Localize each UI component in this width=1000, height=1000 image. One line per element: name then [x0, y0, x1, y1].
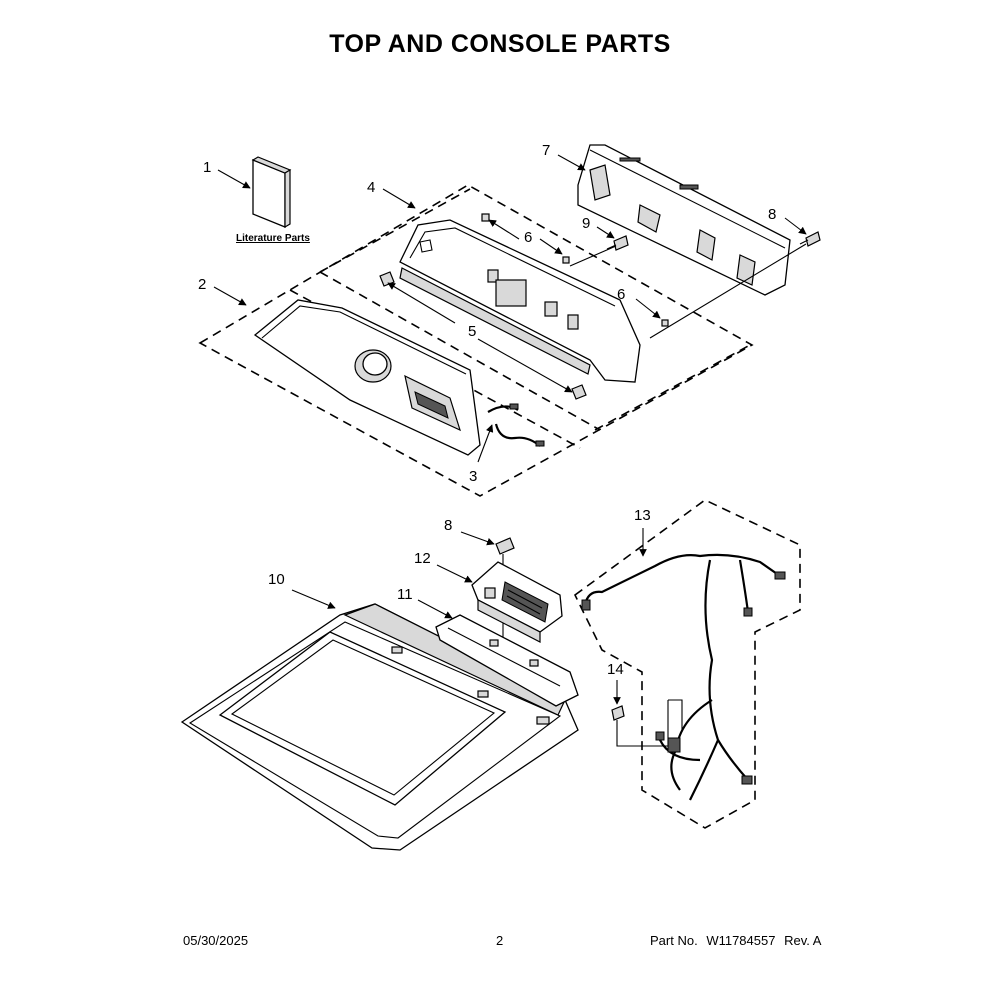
- harness-clip-screw[interactable]: [611, 699, 683, 747]
- footer-date: 05/30/2025: [183, 933, 249, 948]
- callout-6-lower: 6: [617, 286, 625, 303]
- electronic-control-board[interactable]: [471, 561, 563, 643]
- footer-page-number: 2: [496, 933, 504, 948]
- footer-part-label: Part No.: [650, 933, 698, 948]
- arrow-5b: [477, 338, 573, 393]
- arrow-10: [291, 589, 336, 609]
- callout-5: 5: [468, 323, 476, 340]
- arrow-9: [596, 226, 615, 239]
- callout-10: 10: [268, 571, 285, 588]
- console-clip-left[interactable]: [379, 271, 395, 287]
- page-title: TOP AND CONSOLE PARTS: [329, 30, 671, 58]
- leader-screw-9: [569, 245, 617, 267]
- footer-part-number: W11784557: [706, 933, 776, 948]
- console-front-panel[interactable]: [253, 299, 481, 456]
- callout-4: 4: [367, 179, 375, 196]
- footer-revision: Rev. A: [784, 933, 822, 948]
- callout-6-upper: 6: [524, 229, 532, 246]
- screw-9[interactable]: [606, 235, 629, 251]
- arrow-8b: [460, 531, 495, 546]
- callout-7: 7: [542, 142, 550, 159]
- console-rear-bracket[interactable]: [577, 144, 791, 296]
- callout-14: 14: [607, 661, 624, 678]
- control-board-bracket[interactable]: [435, 614, 579, 707]
- callout-8-lower: 8: [444, 517, 452, 534]
- callout-13: 13: [634, 507, 651, 524]
- callout-8-upper: 8: [768, 206, 776, 223]
- literature-parts-label: Literature Parts: [236, 233, 310, 244]
- console-front-dashed-line-a: [319, 271, 601, 431]
- arrow-5: [387, 282, 456, 324]
- arrow-6b: [635, 298, 661, 319]
- clip-6-upper[interactable]: [481, 213, 570, 264]
- callout-9: 9: [582, 215, 590, 232]
- screw-8-upper[interactable]: [799, 231, 821, 247]
- arrow-4: [382, 188, 416, 209]
- main-wire-harness[interactable]: [581, 553, 786, 801]
- console-back-dashed-outline: [319, 188, 471, 273]
- callout-2: 2: [198, 276, 206, 293]
- console-clip-right[interactable]: [571, 384, 587, 400]
- arrow-6a: [488, 219, 520, 240]
- harness-dashed-outline: [573, 499, 801, 829]
- callout-3: 3: [469, 468, 477, 485]
- arrow-3: [477, 424, 494, 463]
- callout-11: 11: [397, 586, 413, 603]
- arrow-2: [213, 286, 247, 306]
- arrow-6a-b: [539, 238, 563, 255]
- arrow-8a: [784, 217, 807, 235]
- literature-parts[interactable]: [251, 156, 292, 229]
- arrow-1: [217, 169, 251, 189]
- footer-part-info: Part No. W11784557 Rev. A: [650, 933, 821, 948]
- console-assembly-dashed-outline: [198, 184, 754, 497]
- arrow-7: [557, 154, 586, 171]
- callout-1: 1: [203, 159, 211, 176]
- callout-12: 12: [414, 550, 431, 567]
- console-pigtail-harness[interactable]: [487, 403, 545, 447]
- clip-6-lower[interactable]: [661, 319, 669, 327]
- washer-top-panel[interactable]: [180, 603, 579, 851]
- arrow-12: [436, 564, 473, 583]
- leader-screw-8: [649, 243, 807, 339]
- console-housing[interactable]: [399, 219, 641, 383]
- arrow-11: [417, 599, 453, 619]
